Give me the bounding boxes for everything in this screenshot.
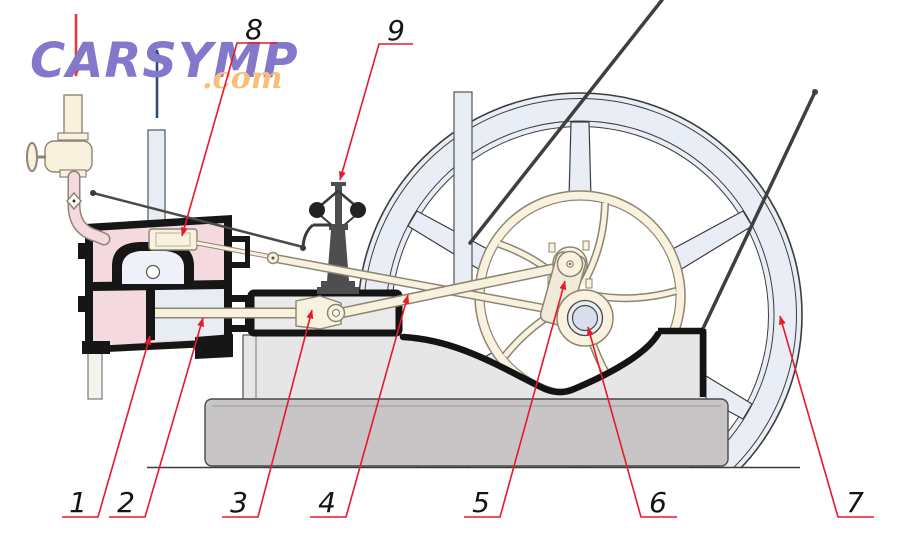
foundation <box>204 398 729 467</box>
leader-line-4 <box>310 294 410 518</box>
crosshead-block <box>295 295 342 330</box>
governor-linkage <box>90 190 306 251</box>
governor-base <box>317 287 359 294</box>
strap-bolt <box>585 278 593 289</box>
bed-swoosh <box>399 330 662 396</box>
crank-pin-center <box>568 262 572 266</box>
callout-numbers: 1 2 3 4 5 6 7 8 9 <box>69 13 864 519</box>
callout-2: 2 <box>117 486 135 519</box>
eccentric-rod-body <box>270 255 556 313</box>
callout-leaders <box>62 42 874 518</box>
governor-finial <box>331 182 346 186</box>
leader-line-7 <box>778 315 874 518</box>
cylinder-foot-right <box>195 334 233 359</box>
governor-spindle <box>335 186 342 232</box>
inlet-pipe-upper <box>63 94 83 137</box>
governor-ball <box>350 202 366 218</box>
valve-gear-support-post <box>453 91 473 293</box>
steam-passage-wall <box>112 242 194 284</box>
valve-gland-bottom <box>232 262 249 268</box>
throttle-valve-body <box>44 140 93 173</box>
callout-8: 8 <box>245 13 263 46</box>
drive-rod <box>688 90 817 358</box>
callout-9: 9 <box>387 14 405 47</box>
leader-line-1 <box>62 335 152 518</box>
leader-line-9 <box>338 43 413 181</box>
rod-gland-top <box>232 295 249 302</box>
callout-3: 3 <box>230 486 248 519</box>
valve-gland-cap <box>245 236 250 268</box>
valve-gland-top <box>232 236 249 242</box>
crosshead-pin <box>331 308 341 318</box>
foreground-mask <box>0 468 900 533</box>
valve-flange-top <box>57 132 89 141</box>
strap-bolt <box>582 240 590 251</box>
cylinder-flange <box>78 243 86 259</box>
throttle-control-rod <box>92 191 304 249</box>
callout-4: 4 <box>318 486 336 519</box>
cylinder-flange <box>78 296 86 312</box>
governor-ball <box>309 202 325 218</box>
bellcrank-pivot <box>300 245 306 251</box>
callout-7: 7 <box>846 486 864 519</box>
drive-rods <box>468 0 818 358</box>
leader-line-2 <box>109 317 204 518</box>
callout-6: 6 <box>649 486 667 519</box>
cylinder-foot-left <box>82 341 110 354</box>
valve-handwheel <box>26 142 38 172</box>
foundation-base <box>204 398 729 467</box>
check-valve-pin <box>72 199 76 203</box>
governor-bellcrank <box>301 223 314 248</box>
steam-port <box>145 264 161 280</box>
crank-pin <box>566 260 574 268</box>
steam-pipe <box>66 170 111 246</box>
governor-base-plate <box>321 281 355 287</box>
watermark-suffix: .com <box>202 61 282 96</box>
crankshaft-bearing <box>556 289 614 347</box>
engine-bed <box>242 327 707 400</box>
rod-gland-bottom <box>232 325 249 332</box>
leader-line-3 <box>222 309 314 518</box>
steam-valve <box>26 94 93 178</box>
callout-1: 1 <box>69 486 87 519</box>
leader-line-8 <box>180 42 277 237</box>
cylinder-support-leg <box>87 351 103 400</box>
strap-bolt <box>548 242 556 253</box>
valve-rod-joint-pin <box>271 256 275 260</box>
crankshaft-end <box>571 304 599 332</box>
valve-rod <box>196 241 273 259</box>
crank-wheel-spoke <box>580 202 608 286</box>
eccentric-rod <box>268 253 558 315</box>
leader-line-5 <box>464 280 567 518</box>
connecting-rod-body <box>337 263 566 317</box>
callout-5: 5 <box>472 486 490 519</box>
slide-valve-detail <box>155 232 191 247</box>
rod-end-pivot <box>90 190 96 196</box>
leader-line-6 <box>586 326 677 518</box>
drive-rod <box>468 0 664 245</box>
governor-sleeve <box>329 224 348 230</box>
crosshead <box>295 295 346 330</box>
piston <box>146 288 155 341</box>
drive-rod-end <box>812 89 818 95</box>
